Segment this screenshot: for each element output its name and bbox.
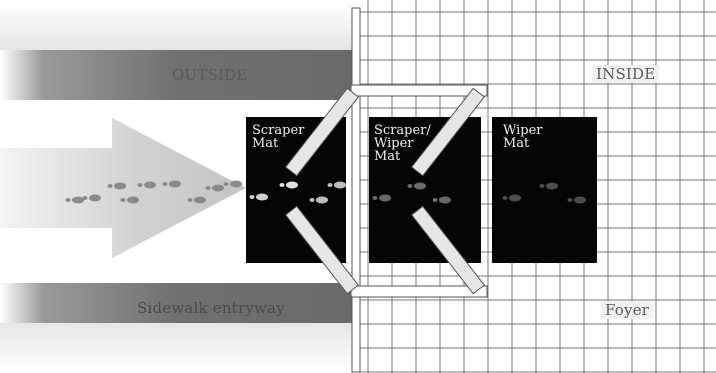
- scraper-mat: [246, 117, 346, 263]
- footprint-heel: [162, 182, 168, 186]
- open-door-leaves: [284, 87, 486, 295]
- wiper-mat: [492, 117, 597, 263]
- footprint-heel: [249, 195, 255, 199]
- footprint-heel: [372, 196, 378, 200]
- footprint-heel: [327, 183, 333, 187]
- footprint: [169, 180, 181, 188]
- footprint-heel: [187, 198, 193, 202]
- outside-label: OUTSIDE: [172, 66, 248, 84]
- footprint-heel: [567, 198, 573, 202]
- footprint-heel: [65, 198, 71, 202]
- footprint: [286, 181, 298, 189]
- footprint-heel: [137, 183, 143, 187]
- footprint: [114, 182, 126, 190]
- footprint-heel: [279, 183, 285, 187]
- footprint-heel: [432, 198, 438, 202]
- sidewalk-label: Sidewalk entryway: [137, 299, 285, 317]
- scraper-wiper-mat-label: Scraper/ Wiper Mat: [374, 123, 431, 164]
- footprint: [546, 182, 558, 190]
- foyer-label: Foyer: [601, 301, 654, 319]
- footprint-heel: [223, 182, 229, 186]
- wiper-mat-label: Wiper Mat: [503, 123, 543, 151]
- footprint: [89, 194, 101, 202]
- outside-bottom-shading: [0, 323, 356, 373]
- footprint-trail: [65, 180, 586, 204]
- outside-top-shading: [0, 0, 356, 50]
- door-frame: [351, 7, 361, 373]
- outside-top-band: [0, 50, 356, 100]
- footprint-heel: [82, 196, 88, 200]
- footprint-heel: [539, 184, 545, 188]
- footprint: [256, 193, 268, 201]
- outer-door-leaf-top: [284, 87, 360, 177]
- footprint: [230, 180, 242, 188]
- footprint-heel: [120, 198, 126, 202]
- footprint: [212, 184, 224, 192]
- footprint: [127, 196, 139, 204]
- footprint: [439, 196, 451, 204]
- door-top-rail: [350, 84, 488, 97]
- footprint: [72, 196, 84, 204]
- footprint: [414, 182, 426, 190]
- footprint-heel: [205, 186, 211, 190]
- scraper-wiper-mat: [369, 117, 481, 263]
- inner-door-leaf-bottom: [410, 205, 486, 295]
- footprint: [194, 196, 206, 204]
- inside-label: INSIDE: [592, 65, 660, 83]
- footprint-heel: [407, 184, 413, 188]
- footprint-heel: [502, 196, 508, 200]
- footprint: [334, 181, 346, 189]
- sidewalk-band: [0, 283, 356, 323]
- footprint-heel: [107, 184, 113, 188]
- footprint: [316, 196, 328, 204]
- footprint: [144, 181, 156, 189]
- footprint: [574, 196, 586, 204]
- outer-door-leaf-bottom: [284, 205, 360, 295]
- inner-door-leaf-top: [410, 87, 486, 177]
- door-bottom-rail: [350, 285, 488, 298]
- footprint: [509, 194, 521, 202]
- footprint-heel: [309, 198, 315, 202]
- scraper-mat-label: Scraper Mat: [252, 123, 305, 151]
- footprint: [379, 194, 391, 202]
